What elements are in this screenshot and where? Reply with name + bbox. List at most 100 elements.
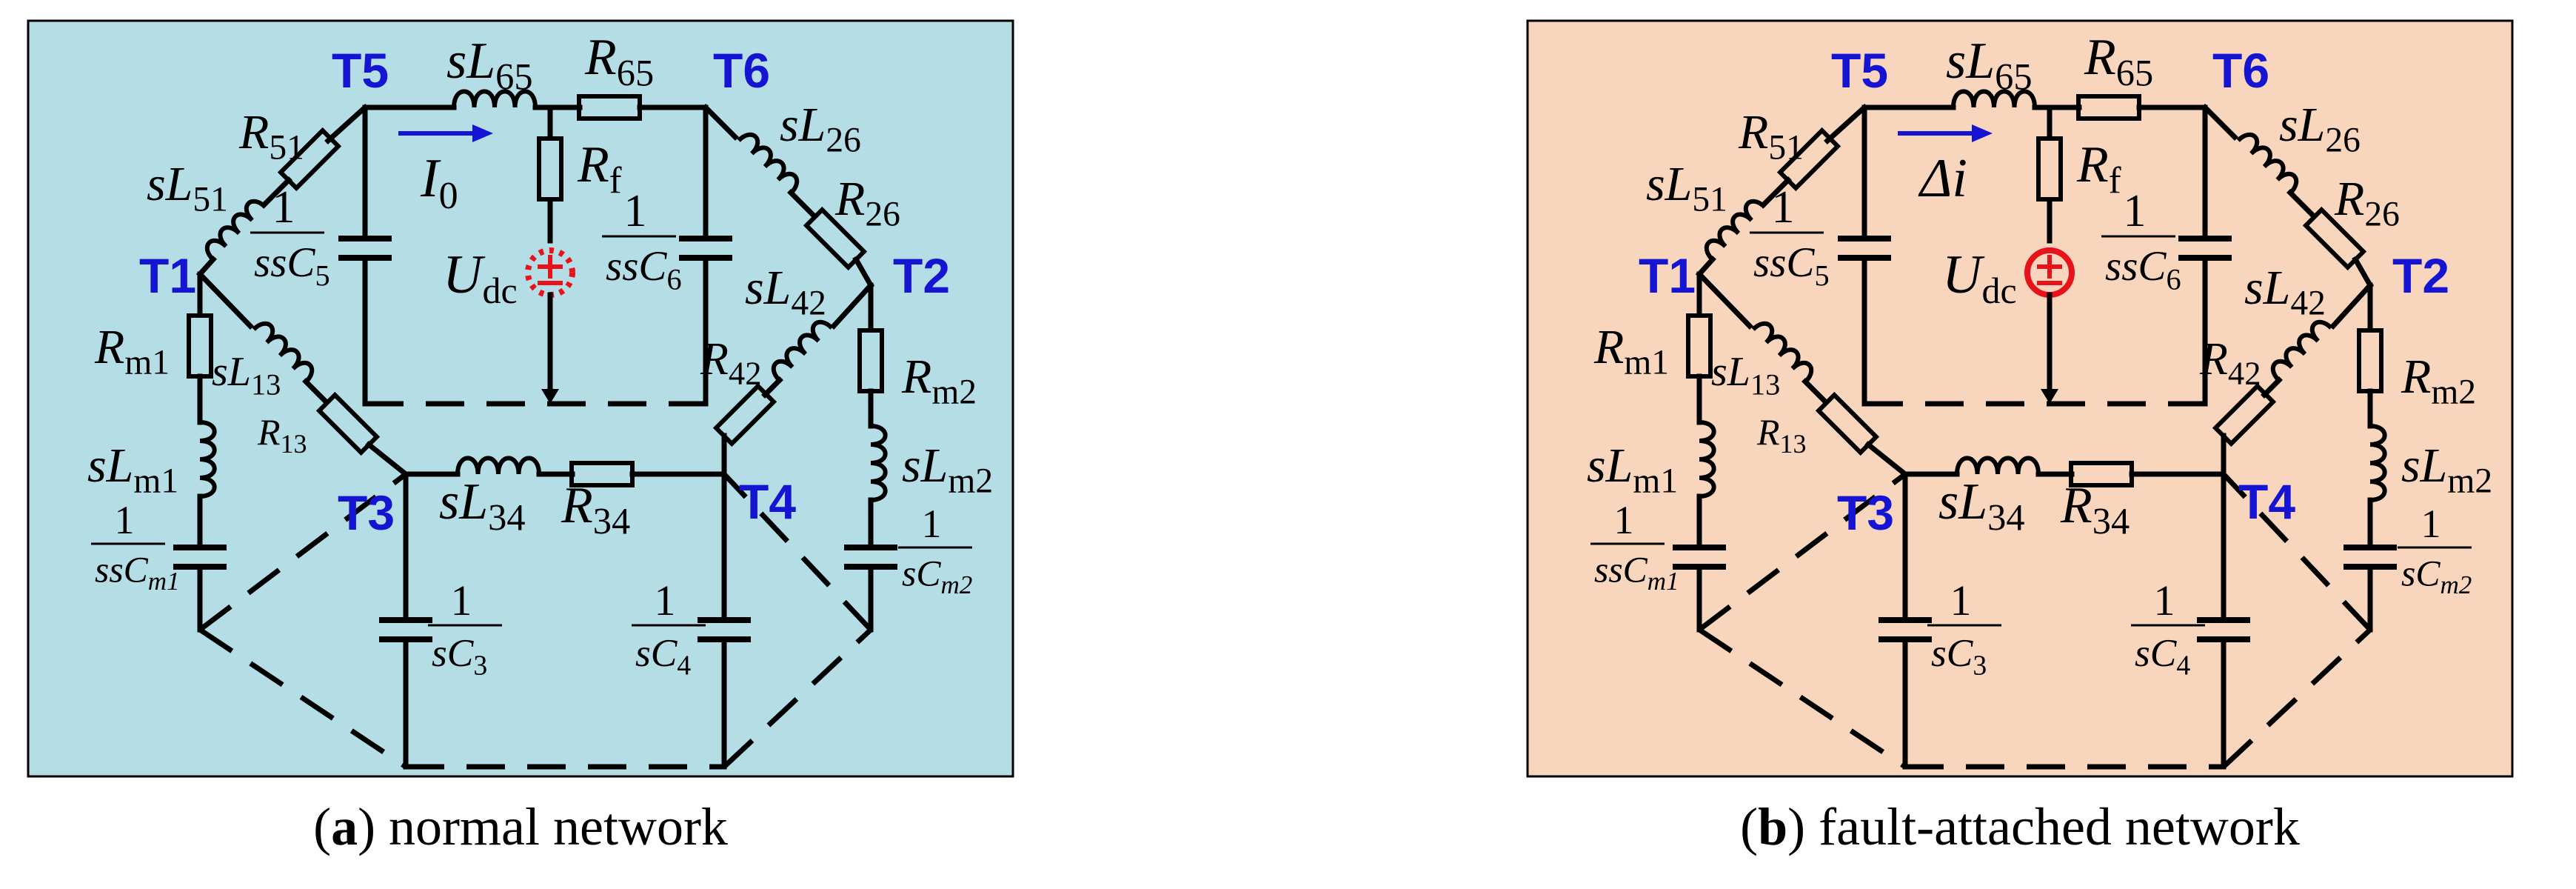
label-sl26: sL26 [780,98,861,160]
label-r13: R13 [257,411,307,459]
current-label: I0 [420,148,458,217]
inductor-lm2-coil [2369,424,2387,502]
node-label-t2: T2 [893,248,950,303]
node-label-t4: T4 [2238,474,2295,529]
label-r42-subscript: 42 [2228,355,2261,392]
label-sl65-subscript: 65 [1995,56,2032,97]
caption-close-paren: ) [358,797,375,856]
label-cm1-denominator-symbol: ssC [1594,549,1648,590]
dashed-link-left [198,472,408,632]
label-rf-subscript: f [2109,159,2121,201]
label-cm2-denominator-symbol: sC [902,553,941,593]
current-label: Δi [1918,148,1967,209]
label-r26-symbol: R [2334,172,2364,226]
source-label: Udc [1942,244,2017,311]
label-c3-numerator: 1 [1950,576,1972,625]
label-r51: R51 [238,105,304,167]
wire-r13-t3 [365,441,409,478]
current-arrow-icon [472,124,493,142]
wire-t6-l26 [702,104,739,141]
wire-l13-r13 [1801,378,1827,404]
label-rm1: Rm1 [94,320,170,382]
label-sl26-symbol: sL [2279,98,2325,152]
label-c5-numerator: 1 [272,182,295,233]
label-c6-denominator-subscript: 6 [666,262,681,296]
label-r65: R65 [2084,29,2153,93]
inductor-lm2-coil [870,424,888,502]
label-r42-subscript: 42 [729,355,762,392]
label-sl51-subscript: 51 [1692,181,1727,219]
panel-caption: (b) fault-attached network [1740,797,2300,856]
source-label: Udc [443,244,518,311]
inductor-l26 [2236,132,2299,195]
label-r13-subscript: 13 [1780,429,1807,459]
label-r34: R34 [561,477,630,542]
label-cm2-denominator-subscript: m2 [940,570,972,599]
source-symbol: U [443,244,486,305]
label-rm1-symbol: R [94,320,124,374]
label-sl65-symbol: sL [446,33,495,90]
label-sl13: sL13 [1711,349,1780,401]
label-r65: R65 [584,29,654,93]
label-slm2: sLm2 [902,439,993,501]
label-r26-subscript: 26 [865,196,900,234]
node-label-t1: T1 [139,248,196,303]
label-slm2-subscript: m2 [948,462,993,501]
inductor-l65 [452,89,538,108]
label-sl26: sL26 [2279,98,2361,160]
caption-text: fault-attached network [1805,797,2300,856]
inductor-l42 [771,319,834,382]
label-r51-symbol: R [238,105,269,159]
label-c6-numerator: 1 [2124,186,2147,236]
label-r13-symbol: R [1756,411,1780,453]
inductor-l26 [737,132,800,195]
source-symbol: U [1942,244,1985,305]
label-c6-denominator-symbol: ssC [2105,243,2167,290]
inductor-lm1-coil [199,420,217,499]
label-rm2: Rm2 [901,350,977,412]
label-rm1-symbol: R [1593,320,1624,374]
panel-caption: (a) normal network [313,797,728,856]
label-rm2-subscript: m2 [931,373,977,412]
label-r42-symbol: R [2199,334,2228,384]
label-r13-symbol: R [257,411,281,453]
label-r34-subscript: 34 [593,500,630,542]
wire-r26-t2 [852,256,874,289]
dashed-link-right [722,472,873,632]
ground-arrow-icon [541,389,559,404]
inductor-l65-coil [1951,89,2037,108]
label-c4-denominator-symbol: sC [2135,630,2178,675]
node-label-t5: T5 [332,43,389,98]
node-label-t1: T1 [1639,248,1696,303]
label-r26-subscript: 26 [2364,196,2400,234]
label-sl51: sL51 [147,157,228,219]
label-c3-denominator-symbol: sC [1931,630,1974,675]
label-sl65-symbol: sL [1946,33,1995,90]
label-c4-numerator: 1 [2154,576,2175,625]
panel-background [1526,19,2514,778]
dashed-link-bottom-right [2221,627,2372,769]
label-cm1-denominator-subscript: m1 [1647,567,1679,596]
source-subscript: dc [1981,270,2016,311]
inductor-l34-coil [1955,456,2041,475]
inductor-l65 [1951,89,2037,108]
label-sl42-symbol: sL [745,261,791,315]
label-cm1-numerator: 1 [1614,498,1634,542]
label-sl13-subscript: 13 [1750,367,1780,401]
label-cm1-denominator: ssCm1 [1594,549,1679,596]
inductor-l42 [2270,319,2333,382]
label-r13: R13 [1756,411,1807,459]
label-r51-subscript: 51 [1768,129,1804,167]
label-slm1-symbol: sL [1587,439,1633,493]
label-cm1-denominator: ssCm1 [95,549,180,596]
inductor-l65-coil [452,89,538,108]
label-cm1: 1 ssCm1 [1590,498,1679,596]
label-r34: R34 [2060,477,2130,542]
